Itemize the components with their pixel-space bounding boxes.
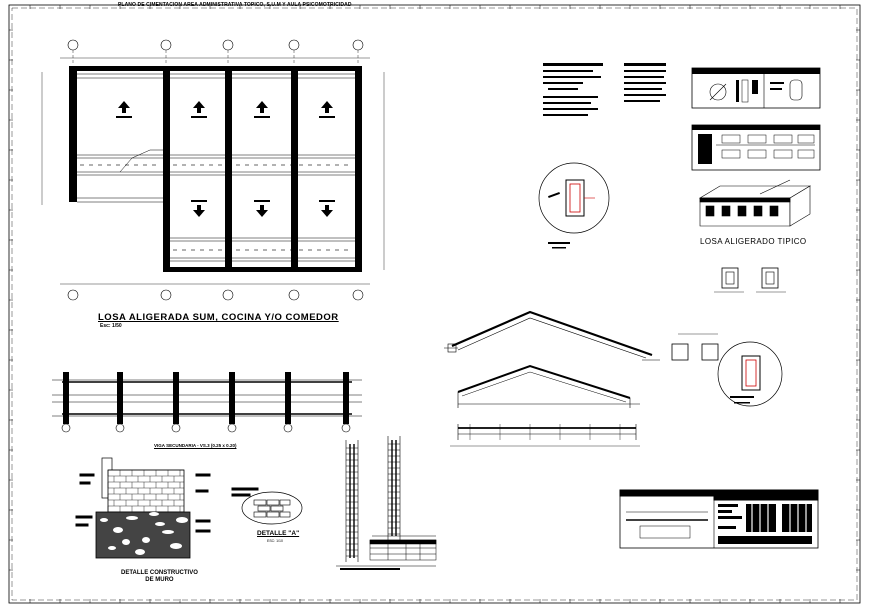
- stone: [162, 530, 174, 534]
- detalle-a: [231, 487, 303, 525]
- column-detail-circle-1: [538, 162, 610, 249]
- elevation-column: [117, 372, 123, 424]
- spec-table: [691, 124, 821, 171]
- column-sections: [714, 267, 786, 293]
- legend-table: [691, 67, 821, 109]
- floor-plan: [41, 39, 385, 301]
- plan-walls: [69, 66, 362, 272]
- detalle-muro-label: DETALLE CONSTRUCTIVO DE MURO: [121, 570, 198, 584]
- stone: [135, 549, 145, 555]
- axis-bubbles-top: [67, 39, 364, 51]
- wall-detail: [75, 457, 211, 559]
- stone: [149, 512, 159, 516]
- stone: [126, 516, 138, 520]
- brick-pattern: [107, 469, 184, 512]
- stone: [100, 518, 108, 522]
- plan-scale: Esc: 1/50: [100, 323, 122, 329]
- elevation-column: [343, 372, 349, 424]
- roof-truss-2: [457, 364, 640, 408]
- plan-title: LOSA ALIGERADA SUM, COCINA Y/O COMEDOR: [98, 312, 339, 323]
- foundation-stones: [100, 512, 188, 555]
- stone: [108, 546, 116, 550]
- viga-secundaria-label: VIGA SECUNDARIA - VS.3 (0.25 x 0.20): [154, 443, 237, 448]
- column-detail-circle-2: [717, 341, 783, 407]
- detalle-muro-line1: DETALLE CONSTRUCTIVO: [121, 570, 198, 576]
- roof-truss-1: [444, 310, 660, 361]
- beam-elevation: [52, 379, 362, 417]
- beam-elevation-columns: [63, 372, 349, 424]
- stone: [155, 522, 165, 526]
- plan-rebar-dashes: [80, 164, 348, 251]
- axis-lines-top: [72, 50, 359, 64]
- axis-bubbles-bottom: [67, 289, 364, 301]
- sheet-title: PLANO DE CIMENTACION AREA ADMINISTRATIVA…: [118, 2, 352, 8]
- detalle-muro-line2: DE MURO: [145, 577, 174, 583]
- losa-aligerado-tipico-label: LOSA ALIGERADO TIPICO: [700, 237, 807, 246]
- roof-beam-3: [450, 424, 640, 447]
- elevation-column: [63, 372, 69, 424]
- border-ticks: [9, 5, 860, 603]
- elevation-column: [229, 372, 235, 424]
- stone: [122, 539, 130, 545]
- plan-thin-lines: [77, 73, 355, 262]
- detalle-a-label: DETALLE "A": [257, 530, 300, 537]
- notes-text-blocks: [543, 63, 666, 116]
- stone: [170, 543, 182, 549]
- stone: [113, 527, 123, 533]
- beam-elevation-bubbles: [61, 423, 351, 433]
- beam-section-small: [671, 333, 719, 361]
- column-stirrups: [346, 443, 400, 557]
- sheet-border: [8, 4, 861, 604]
- slab-3d-detail: [698, 179, 812, 227]
- detalle-a-scale: ESC: 1/10: [267, 539, 283, 543]
- column-rebar-table: [340, 539, 437, 570]
- stone: [176, 517, 188, 523]
- stone: [142, 537, 150, 543]
- slab-direction-arrows: [116, 101, 335, 217]
- elevation-column: [173, 372, 179, 424]
- title-block: [619, 489, 819, 549]
- elevation-column: [285, 372, 291, 424]
